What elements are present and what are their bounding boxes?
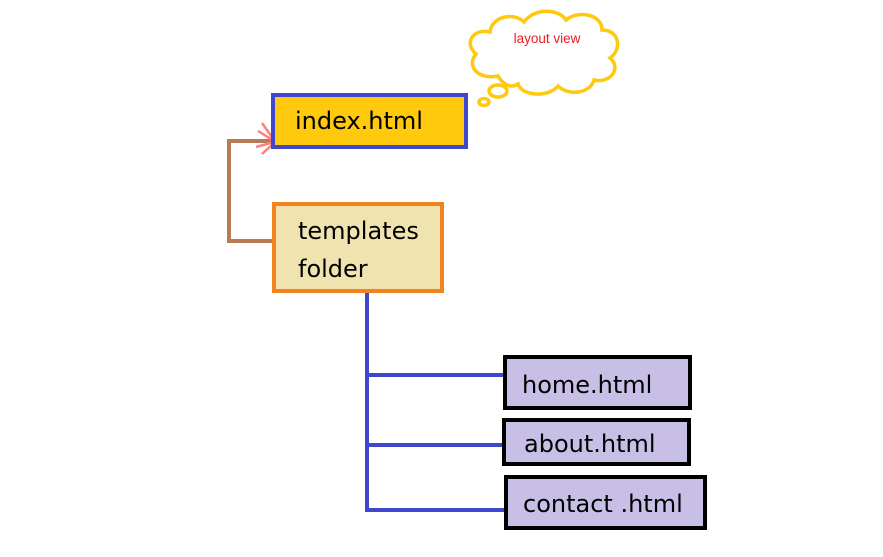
templates-folder-node: templates folder [272, 202, 444, 293]
about-html-node: about.html [502, 418, 691, 466]
home-html-node: home.html [503, 355, 692, 410]
templates-label-line1: templates [298, 217, 419, 245]
callout-text: layout view [513, 31, 581, 46]
cloud-callout-icon [468, 9, 620, 108]
blue-connector [365, 293, 506, 512]
templates-label-line2: folder [298, 255, 368, 283]
brown-connector [227, 139, 272, 243]
index-html-node: index.html [271, 93, 468, 149]
contact-html-node: contact .html [504, 475, 707, 530]
